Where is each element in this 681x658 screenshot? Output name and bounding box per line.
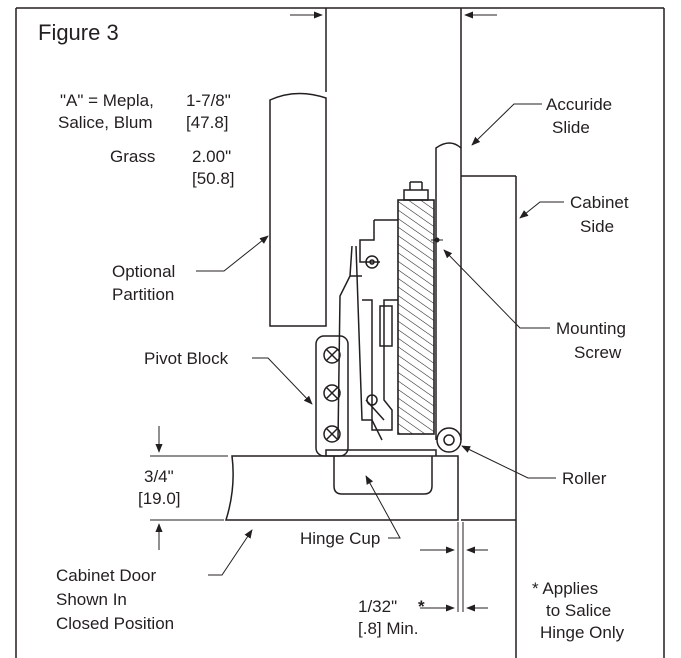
dimension-a-markers xyxy=(290,8,497,148)
mounting-plate xyxy=(397,181,443,435)
optional-partition-label-line2: Partition xyxy=(112,285,174,304)
hinge-arm xyxy=(337,219,398,441)
optional-partition-label-line1: Optional xyxy=(112,262,175,281)
cabinet-door-label-line3: Closed Position xyxy=(56,614,174,633)
door-thickness-dimension: 3/4" [19.0] xyxy=(138,426,228,550)
callout-optional-partition: Optional Partition xyxy=(112,235,269,304)
accuride-slide xyxy=(435,142,462,440)
optional-partition xyxy=(269,92,327,327)
pivot-block-label: Pivot Block xyxy=(144,349,229,368)
cabinet-side-label-line1: Cabinet xyxy=(570,193,629,212)
callout-accuride-slide: Accuride Slide xyxy=(471,95,612,146)
grass-label: Grass xyxy=(110,147,155,166)
callout-roller: Roller xyxy=(461,445,607,488)
dimension-a-block: "A" = Mepla, Salice, Blum 1-7/8" [47.8] … xyxy=(58,91,235,188)
grass-value-imperial: 2.00" xyxy=(192,147,231,166)
cabinet-door-label-line2: Shown In xyxy=(56,590,127,609)
callout-pivot-block: Pivot Block xyxy=(144,349,313,405)
cabinet-door xyxy=(224,455,459,521)
footnote-line3: Hinge Only xyxy=(540,623,625,642)
hinge-cup xyxy=(325,449,437,495)
figure-frame xyxy=(15,7,665,658)
cabinet-door-label-line1: Cabinet Door xyxy=(56,566,157,585)
dimension-a-label-line2: Salice, Blum xyxy=(58,113,152,132)
dimension-a-value-metric: [47.8] xyxy=(186,113,229,132)
roller xyxy=(436,427,462,453)
callout-cabinet-door: Cabinet Door Shown In Closed Position xyxy=(56,529,253,633)
mounting-screw-label-line1: Mounting xyxy=(556,319,626,338)
salice-footnote: * Applies to Salice Hinge Only xyxy=(532,579,625,642)
door-thickness-imperial: 3/4" xyxy=(144,467,174,486)
gap-dimension: 1/32" * [.8] Min. xyxy=(358,522,488,638)
gap-label-metric: [.8] Min. xyxy=(358,619,418,638)
cabinet-side-label-line2: Side xyxy=(580,217,614,236)
accuride-label-line2: Slide xyxy=(552,118,590,137)
mounting-screw-label-line2: Screw xyxy=(574,343,622,362)
footnote-line2: to Salice xyxy=(546,601,611,620)
pivot-block xyxy=(315,335,349,457)
roller-label: Roller xyxy=(562,469,607,488)
accuride-label-line1: Accuride xyxy=(546,95,612,114)
grass-value-metric: [50.8] xyxy=(192,169,235,188)
dimension-a-label-line1: "A" = Mepla, xyxy=(60,91,154,110)
gap-label-imperial: 1/32" xyxy=(358,597,397,616)
hinge-cup-label: Hinge Cup xyxy=(300,529,380,548)
footnote-line1: * Applies xyxy=(532,579,598,598)
dimension-a-value-imperial: 1-7/8" xyxy=(186,91,231,110)
cabinet-side xyxy=(461,175,517,658)
callout-mounting-screw: Mounting Screw xyxy=(443,249,626,362)
gap-asterisk: * xyxy=(418,597,425,616)
callout-cabinet-side: Cabinet Side xyxy=(519,193,629,236)
door-thickness-metric: [19.0] xyxy=(138,489,181,508)
callout-hinge-cup: Hinge Cup xyxy=(300,475,401,548)
figure-title: Figure 3 xyxy=(38,20,119,45)
